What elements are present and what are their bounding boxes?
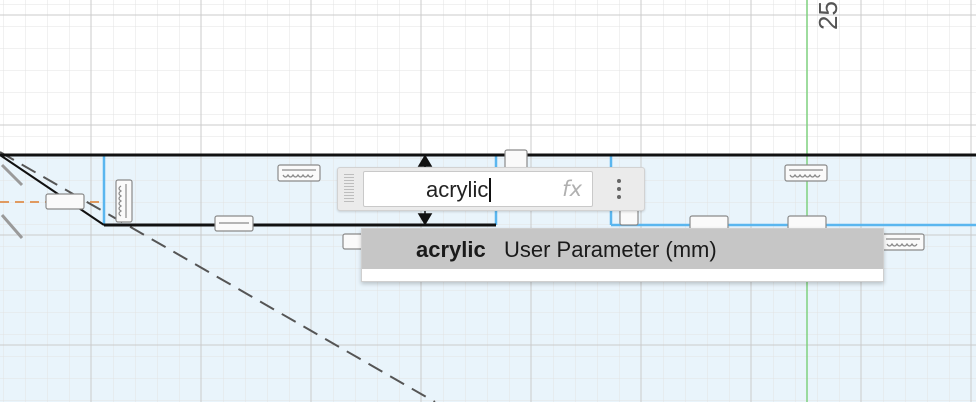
suggestion-item[interactable]: acrylic User Parameter (mm): [362, 229, 883, 269]
autocomplete-dropdown: acrylic User Parameter (mm): [361, 228, 884, 282]
fx-function-icon[interactable]: fx: [562, 177, 582, 201]
text-caret: [489, 178, 491, 202]
vertical-ellipsis-icon[interactable]: [614, 175, 624, 203]
sketch-lines[interactable]: [0, 153, 976, 227]
ruler-label: 25: [813, 1, 843, 30]
suggestion-description: User Parameter (mm): [504, 237, 717, 262]
parallel-constraint-icon[interactable]: [45, 193, 827, 250]
arrow-marker: [0, 163, 24, 239]
suggestion-name: acrylic: [416, 237, 486, 262]
expression-value: acrylic: [426, 177, 489, 202]
drag-handle[interactable]: [344, 174, 354, 204]
dimension-input-box: acrylic fx: [337, 167, 645, 211]
dimension-expression-input[interactable]: acrylic fx: [363, 171, 593, 207]
